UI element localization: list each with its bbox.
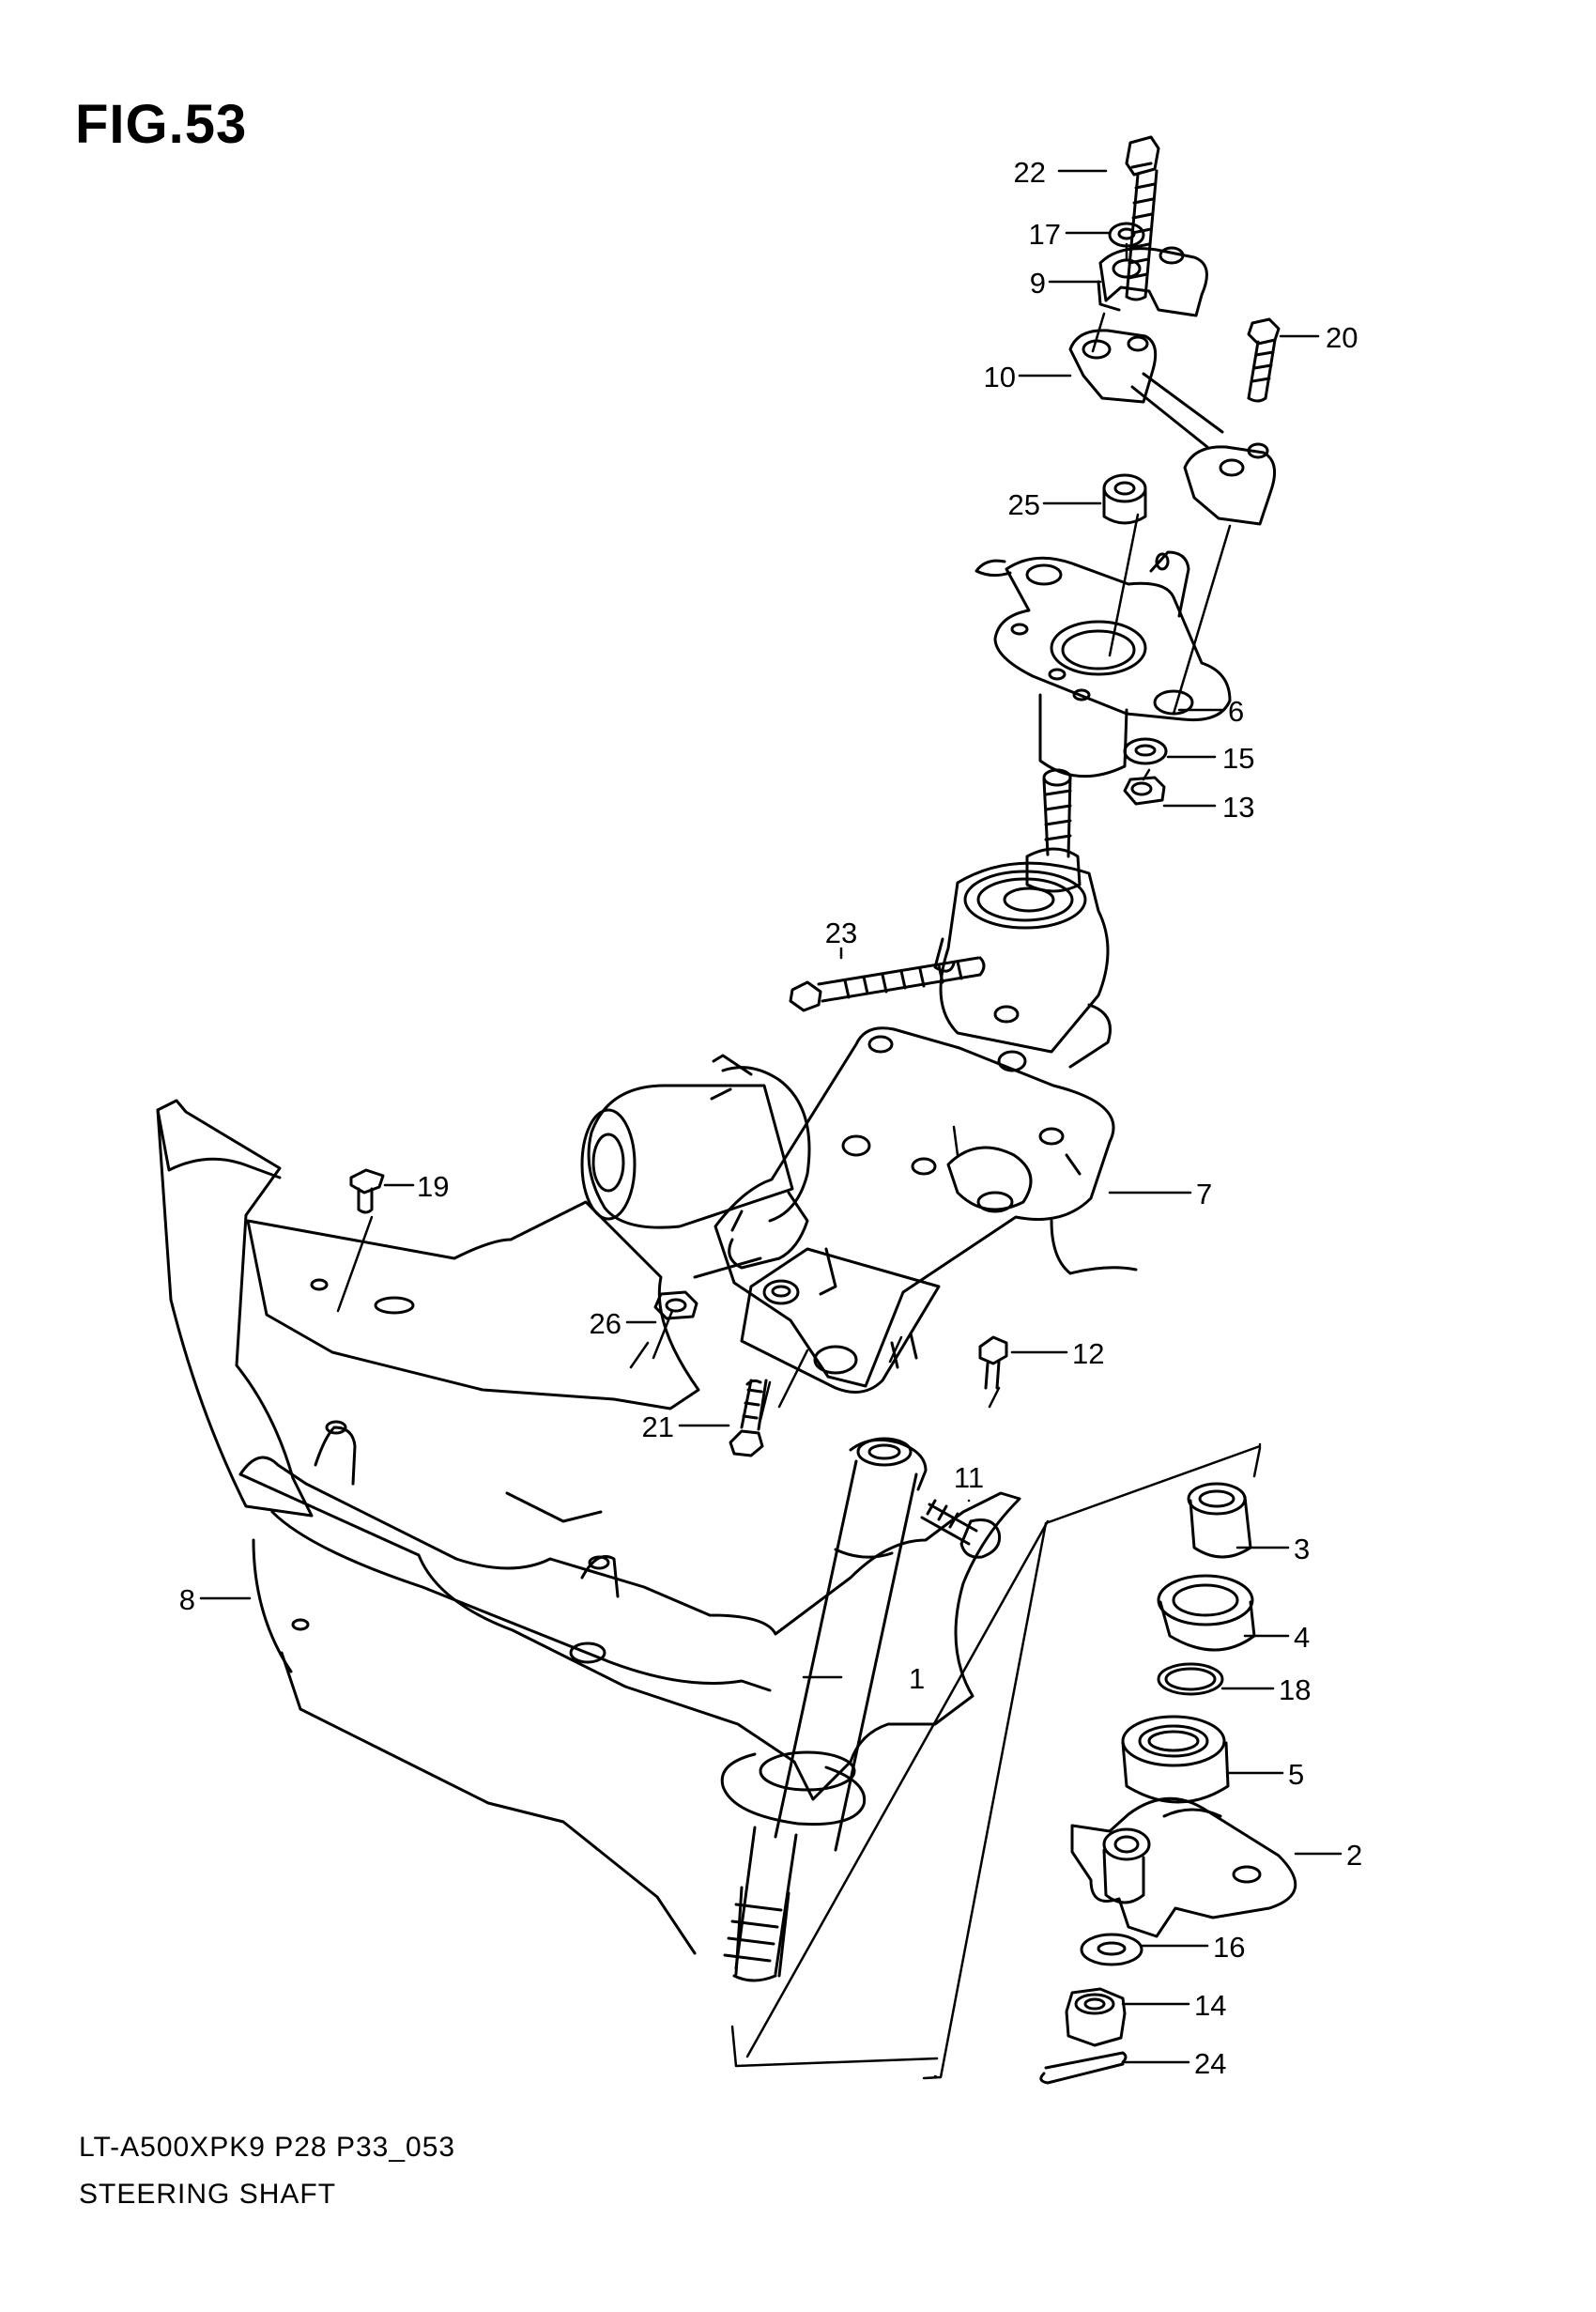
part-8-shield	[156, 1099, 1021, 1955]
callout-19: 19	[417, 1170, 449, 1203]
part-12-bolt	[978, 1335, 1008, 1390]
part-16-washer	[1080, 1933, 1143, 1966]
part-13-nut	[1123, 776, 1166, 806]
callout-16: 16	[1213, 1931, 1245, 1964]
callout-6: 6	[1228, 695, 1244, 728]
callout-5: 5	[1288, 1758, 1304, 1791]
callout-leader-lines	[199, 169, 1343, 2064]
part-11-bolt	[920, 1499, 1002, 1559]
callout-26: 26	[590, 1307, 622, 1340]
part-18-o-ring	[1157, 1662, 1224, 1696]
part-4-seal	[1157, 1574, 1256, 1652]
part-14-castle-nut	[1065, 1987, 1127, 2047]
part-20-bolt	[1247, 317, 1281, 403]
callout-10: 10	[984, 361, 1016, 393]
callout-14: 14	[1194, 1989, 1226, 2022]
callout-labels: 22 17 9 20 10 25 6 15 13 23 19 7 26 12 2…	[179, 156, 1363, 2080]
callout-11: 11	[954, 1461, 984, 1494]
callout-4: 4	[1294, 1621, 1310, 1654]
part-3-bushing	[1187, 1482, 1252, 1559]
part-5-bearing	[1121, 1715, 1230, 1804]
part-7-steering-gearbox	[580, 768, 1138, 1394]
callout-22: 22	[1014, 156, 1046, 189]
part-15-washer	[1123, 737, 1168, 765]
part-26-nut	[653, 1290, 698, 1320]
callout-18: 18	[1279, 1673, 1311, 1706]
callout-1: 1	[909, 1662, 925, 1695]
callout-3: 3	[1294, 1533, 1310, 1565]
figure-code: LT-A500XPK9 P28 P33_053	[79, 2132, 456, 2163]
part-10-clamp-bracket	[1068, 329, 1277, 526]
callout-21: 21	[642, 1410, 674, 1443]
part-17-washer	[1108, 222, 1145, 248]
callout-2: 2	[1346, 1839, 1362, 1872]
part-25-bushing	[1102, 473, 1147, 525]
part-1-steering-shaft	[720, 1437, 928, 1982]
part-9-upper-clamp	[1097, 246, 1208, 317]
callout-7: 7	[1196, 1178, 1212, 1210]
part-6-mounting-flange	[974, 550, 1232, 778]
part-24-cotter-pin	[1039, 2051, 1128, 2085]
part-23-bolt	[789, 956, 986, 1012]
callout-23: 23	[825, 917, 857, 949]
callout-17: 17	[1029, 218, 1061, 251]
callout-20: 20	[1326, 321, 1358, 354]
callout-8: 8	[179, 1583, 195, 1616]
figure-name: STEERING SHAFT	[79, 2179, 337, 2210]
callout-15: 15	[1222, 742, 1254, 775]
callout-24: 24	[1194, 2047, 1226, 2080]
callout-13: 13	[1222, 791, 1254, 824]
part-21-bolt	[729, 1379, 768, 1457]
assembly-reference-lines	[336, 242, 1262, 2080]
callout-12: 12	[1072, 1337, 1104, 1370]
part-19-clip	[349, 1168, 385, 1214]
callout-25: 25	[1008, 488, 1040, 521]
part-2-pitman-arm	[1070, 1796, 1297, 1938]
callout-9: 9	[1030, 267, 1046, 300]
figure-title: FIG.53	[75, 94, 248, 155]
